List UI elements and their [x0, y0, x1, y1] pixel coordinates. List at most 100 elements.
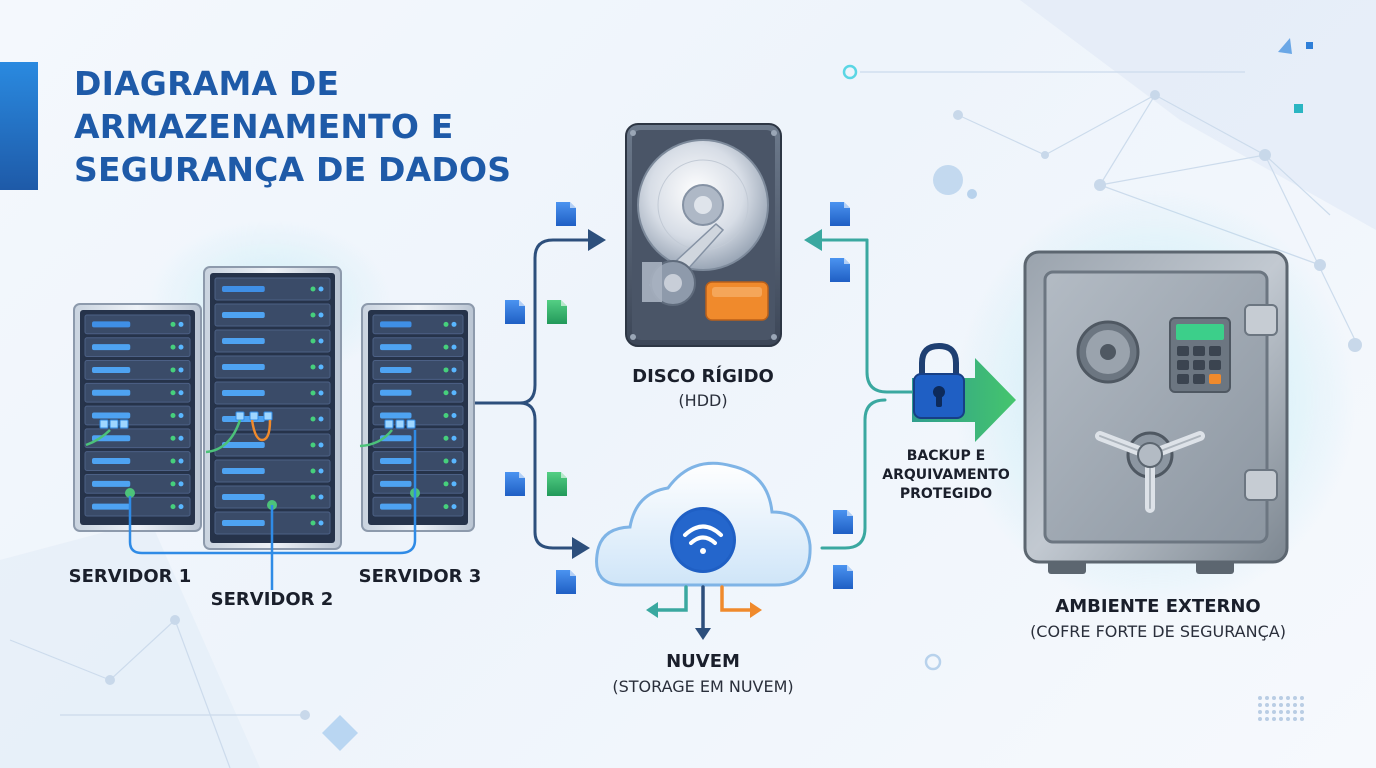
document-icon [830, 202, 850, 226]
network-port [119, 419, 129, 429]
network-port [263, 411, 273, 421]
network-port [249, 411, 259, 421]
grid-dot [1300, 717, 1304, 721]
grid-dot [1293, 717, 1297, 721]
server-cables [85, 419, 417, 590]
document-icon [547, 472, 567, 496]
keypad-key [1193, 360, 1205, 370]
padlock-icon [913, 342, 965, 419]
grid-dot [1300, 696, 1304, 700]
hdd-label: DISCO RÍGIDO [632, 366, 774, 387]
grid-dot [1279, 703, 1283, 707]
keypad-key [1209, 346, 1221, 356]
grid-dot [1272, 710, 1276, 714]
diagram-title: DIAGRAMA DE ARMAZENAMENTO E SEGURANÇA DE… [74, 62, 511, 191]
document-icon [833, 565, 853, 589]
hdd-sublabel: (HDD) [678, 391, 728, 410]
network-port [109, 419, 119, 429]
keypad-key [1193, 374, 1205, 384]
grid-dot [1279, 696, 1283, 700]
title-line-2: ARMAZENAMENTO E [74, 107, 454, 146]
grid-dot [1258, 710, 1262, 714]
grid-dot [1293, 696, 1297, 700]
grid-dot [1265, 703, 1269, 707]
title-line-1: DIAGRAMA DE [74, 64, 340, 103]
backup-label: BACKUP E ARQUIVAMENTO PROTEGIDO [866, 447, 1026, 504]
background-dots [105, 38, 1362, 751]
keypad-key [1177, 360, 1189, 370]
grid-dot [1279, 710, 1283, 714]
document-icon [556, 202, 576, 226]
network-port [99, 419, 109, 429]
cloud-label: NUVEM [666, 651, 740, 672]
flow-arrowheads [572, 229, 822, 559]
hard-disk-icon [625, 123, 782, 347]
grid-dot [1272, 717, 1276, 721]
background-dot-grid [1258, 696, 1304, 721]
network-port [406, 419, 416, 429]
grid-dot [1300, 703, 1304, 707]
document-icon [505, 300, 525, 324]
safe-vault-icon [1023, 250, 1289, 574]
server-1-label: SERVIDOR 1 [68, 566, 192, 587]
grid-dot [1279, 717, 1283, 721]
vault-label: AMBIENTE EXTERNO [1055, 596, 1261, 617]
grid-dot [1258, 696, 1262, 700]
grid-dot [1272, 696, 1276, 700]
backup-label-line-3: PROTEGIDO [899, 486, 993, 502]
grid-dot [1265, 717, 1269, 721]
backup-label-line-2: ARQUIVAMENTO [882, 467, 1010, 483]
document-icon [833, 510, 853, 534]
arrow-to-hdd [588, 229, 606, 251]
grid-dot [1300, 710, 1304, 714]
hub-to-cloud-line [518, 401, 574, 550]
vault-sublabel: (COFRE FORTE DE SEGURANÇA) [1030, 622, 1286, 641]
wifi-icon [683, 524, 723, 554]
network-port [384, 419, 394, 429]
flow-lines [468, 238, 922, 550]
grid-dot [1265, 696, 1269, 700]
server-2-rack [203, 266, 342, 550]
keypad-key [1209, 360, 1221, 370]
server-group [73, 266, 475, 550]
arrow-to-cloud [572, 537, 590, 559]
grid-dot [1293, 703, 1297, 707]
grid-dot [1258, 717, 1262, 721]
keypad-key [1177, 374, 1189, 384]
document-icon [547, 300, 567, 324]
grid-dot [1286, 696, 1290, 700]
grid-dot [1286, 710, 1290, 714]
server-3-rack [361, 303, 475, 532]
arrow-from-hdd-side [804, 229, 822, 251]
grid-dot [1293, 710, 1297, 714]
grid-dot [1258, 703, 1262, 707]
grid-dot [1265, 710, 1269, 714]
backup-label-line-1: BACKUP E [906, 448, 986, 464]
server-3-label: SERVIDOR 3 [358, 566, 482, 587]
document-icon [505, 472, 525, 496]
hdd-to-backup-line [865, 238, 922, 394]
keypad-key [1177, 346, 1189, 356]
cloud-icon [595, 461, 812, 587]
network-port [395, 419, 405, 429]
grid-dot [1272, 703, 1276, 707]
network-port [235, 411, 245, 421]
cloud-output-arrows [646, 585, 762, 640]
keypad-key [1193, 346, 1205, 356]
document-icon [556, 570, 576, 594]
document-icon [830, 258, 850, 282]
status-light [125, 488, 135, 498]
grid-dot [1286, 717, 1290, 721]
server-2-label: SERVIDOR 2 [210, 589, 334, 610]
title-line-3: SEGURANÇA DE DADOS [74, 150, 512, 189]
cloud-sublabel: (STORAGE EM NUVEM) [612, 677, 794, 696]
file-icons [505, 202, 853, 594]
server-1-rack [73, 303, 202, 532]
hub-to-hdd-line [518, 238, 592, 405]
title-accent-bar [0, 62, 38, 190]
keypad-key [1209, 374, 1221, 384]
grid-dot [1286, 703, 1290, 707]
cloud-to-backup-line [820, 398, 887, 550]
